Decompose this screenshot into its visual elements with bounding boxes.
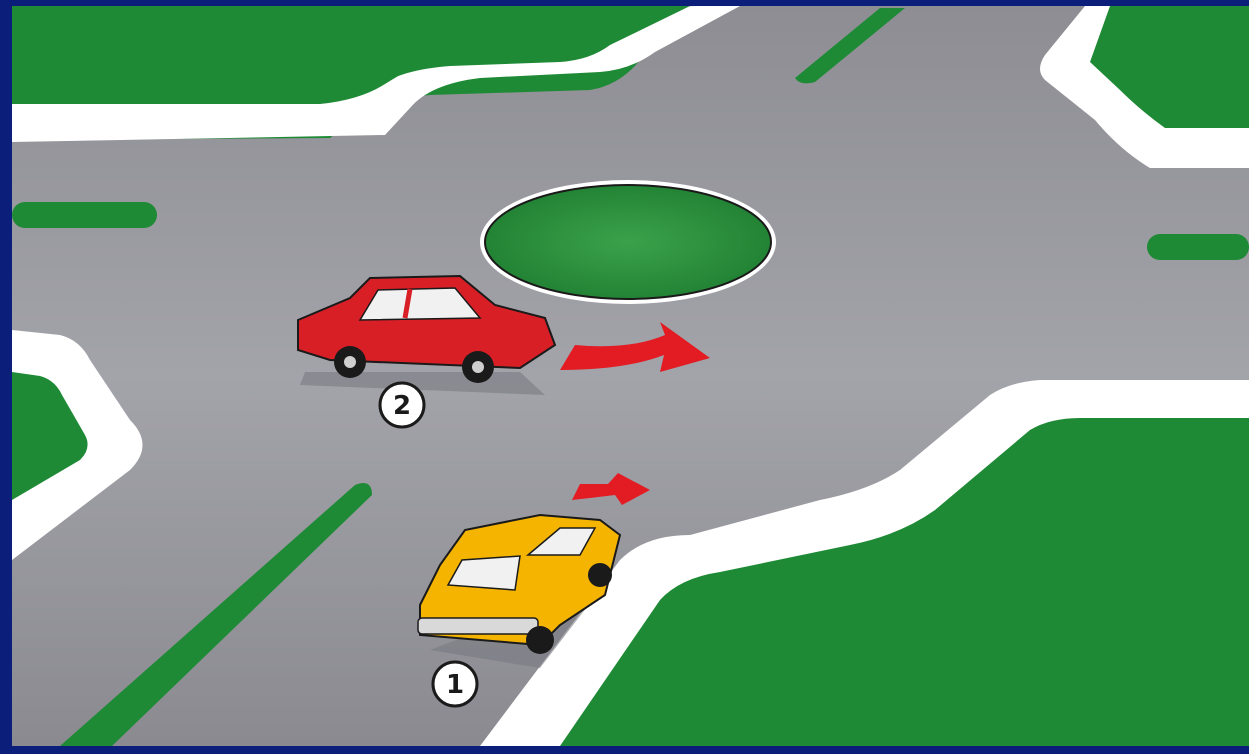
car-1-badge: 1 [433,662,477,706]
median-right [1147,234,1249,260]
car-1-wheel-rear [526,626,554,654]
car-1-badge-label: 1 [446,670,464,700]
car-2-hub-front [344,356,356,368]
car-1-bumper [418,618,538,634]
median-left [12,202,157,228]
car-2-badge-label: 2 [393,391,411,421]
center-island [485,185,771,299]
car-2-badge: 2 [380,383,424,427]
car-1-wheel-front [588,563,612,587]
car-2-hub-rear [472,361,484,373]
